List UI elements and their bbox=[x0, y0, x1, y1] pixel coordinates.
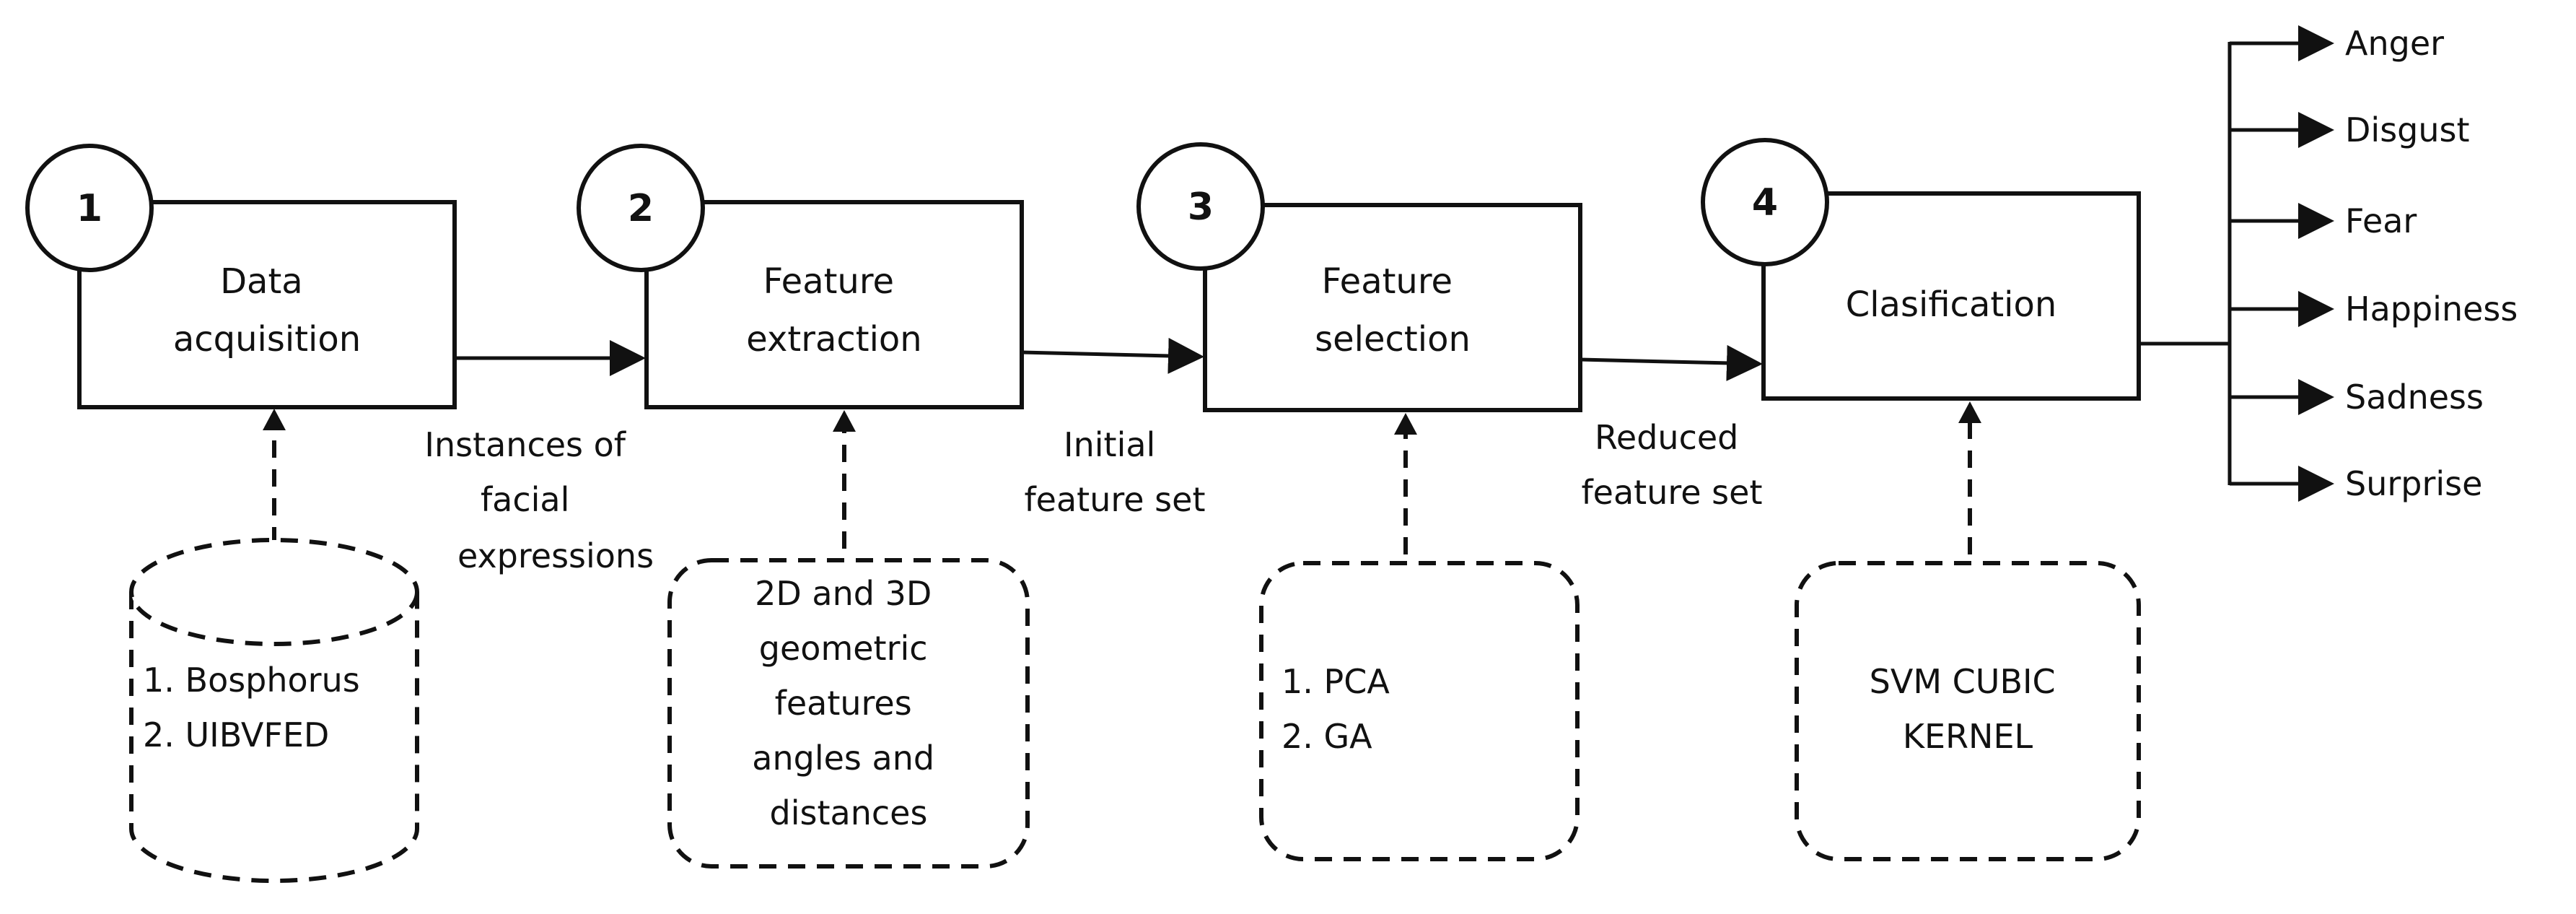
input-arrowhead-4 bbox=[1958, 401, 1981, 423]
step-4-box: Clasification bbox=[1761, 191, 2141, 401]
step-3-number-badge: 3 bbox=[1136, 142, 1265, 271]
svg-text:Feature extraction: Feature extraction bbox=[746, 261, 921, 360]
svg-text:Feature selection: Feature selection bbox=[1315, 261, 1471, 360]
step-1-title-line-2: acquisition bbox=[173, 319, 361, 360]
emotion-label-happiness: Happiness bbox=[2345, 290, 2518, 328]
emotion-label-disgust: Disgust bbox=[2345, 110, 2470, 149]
step-2-number: 2 bbox=[628, 187, 654, 230]
flow-label-instances: Instances of facial expressions bbox=[424, 425, 654, 575]
features-line-5: distances bbox=[770, 793, 928, 832]
classifier-line-1: SVM CUBIC bbox=[1870, 662, 2056, 701]
classifier-line-2: KERNEL bbox=[1903, 717, 2033, 756]
step-3-title-line-1: Feature bbox=[1322, 261, 1453, 302]
svg-text:1. Bosphorus 2. UIBVFED: 1. Bosphorus 2. UIBVFED bbox=[143, 661, 370, 754]
features-line-1: 2D and 3D bbox=[755, 574, 932, 613]
flow-label-reduced-line-1: Reduced bbox=[1595, 418, 1738, 457]
emotion-labels: Anger Disgust Fear Happiness Sadness Sur… bbox=[2345, 24, 2518, 503]
step-3-box: Feature selection bbox=[1203, 203, 1582, 412]
step-4-title: Clasification bbox=[1846, 284, 2057, 325]
features-line-2: geometric bbox=[759, 629, 928, 668]
svg-text:1. PCA 2. GA: 1. PCA 2. GA bbox=[1282, 662, 1400, 756]
dataset-bosphorus: 1. Bosphorus bbox=[143, 661, 360, 700]
step-1-number: 1 bbox=[76, 187, 102, 230]
flow-arrow-2-to-3 bbox=[1021, 337, 1204, 374]
flow-label-instances-line-2: facial bbox=[481, 480, 569, 519]
step-2-title-line-1: Feature bbox=[763, 261, 894, 302]
step-4-number-badge: 4 bbox=[1701, 138, 1829, 266]
selection-methods-box: 1. PCA 2. GA bbox=[1259, 561, 1580, 861]
flow-label-initial-line-2: feature set bbox=[1024, 480, 1205, 519]
svg-text:Data acquisition: Data acquisition bbox=[173, 261, 361, 360]
features-description-box: 2D and 3D geometric features angles and … bbox=[667, 558, 1030, 869]
svg-text:SVM CUBIC KERNEL: SVM CUBIC KERNEL bbox=[1870, 662, 2067, 756]
step-1-title-line-1: Data bbox=[220, 261, 303, 302]
emotion-label-fear: Fear bbox=[2345, 201, 2417, 240]
dataset-uibvfed: 2. UIBVFED bbox=[143, 715, 329, 754]
flow-label-initial: Initial feature set bbox=[1024, 425, 1205, 519]
step-3-number: 3 bbox=[1188, 186, 1214, 229]
flow-label-initial-line-1: Initial bbox=[1064, 425, 1155, 464]
emotion-label-surprise: Surprise bbox=[2345, 464, 2482, 503]
step-3-title-line-2: selection bbox=[1315, 319, 1471, 360]
input-arrowhead-2 bbox=[833, 410, 856, 432]
classifier-box: SVM CUBIC KERNEL bbox=[1795, 561, 2141, 861]
flow-label-reduced-line-2: feature set bbox=[1581, 473, 1762, 512]
database-cylinder-icon: 1. Bosphorus 2. UIBVFED bbox=[129, 538, 419, 883]
flow-label-instances-line-1: Instances of bbox=[424, 425, 626, 464]
features-line-3: features bbox=[775, 684, 912, 723]
emotion-label-sadness: Sadness bbox=[2345, 378, 2484, 417]
svg-text:2D and 3D geometric: 2D and 3D geometric features angles and … bbox=[752, 574, 945, 832]
step-1-number-badge: 1 bbox=[25, 144, 154, 272]
emotion-label-anger: Anger bbox=[2345, 24, 2444, 63]
input-arrowhead-1 bbox=[263, 409, 286, 430]
emotion-arrows bbox=[2230, 25, 2334, 502]
flow-arrow-3-to-4 bbox=[1580, 344, 1763, 381]
input-arrowhead-3 bbox=[1394, 413, 1417, 435]
selection-method-pca: 1. PCA bbox=[1282, 662, 1390, 701]
step-4-number: 4 bbox=[1752, 181, 1778, 225]
step-2-box: Feature extraction bbox=[644, 200, 1024, 409]
features-line-4: angles and bbox=[752, 739, 934, 778]
step-2-number-badge: 2 bbox=[577, 144, 705, 272]
selection-method-ga: 2. GA bbox=[1282, 717, 1372, 756]
flow-label-reduced: Reduced feature set bbox=[1581, 418, 1762, 512]
flow-label-instances-line-3: expressions bbox=[457, 536, 654, 575]
step-2-title-line-2: extraction bbox=[746, 319, 921, 360]
